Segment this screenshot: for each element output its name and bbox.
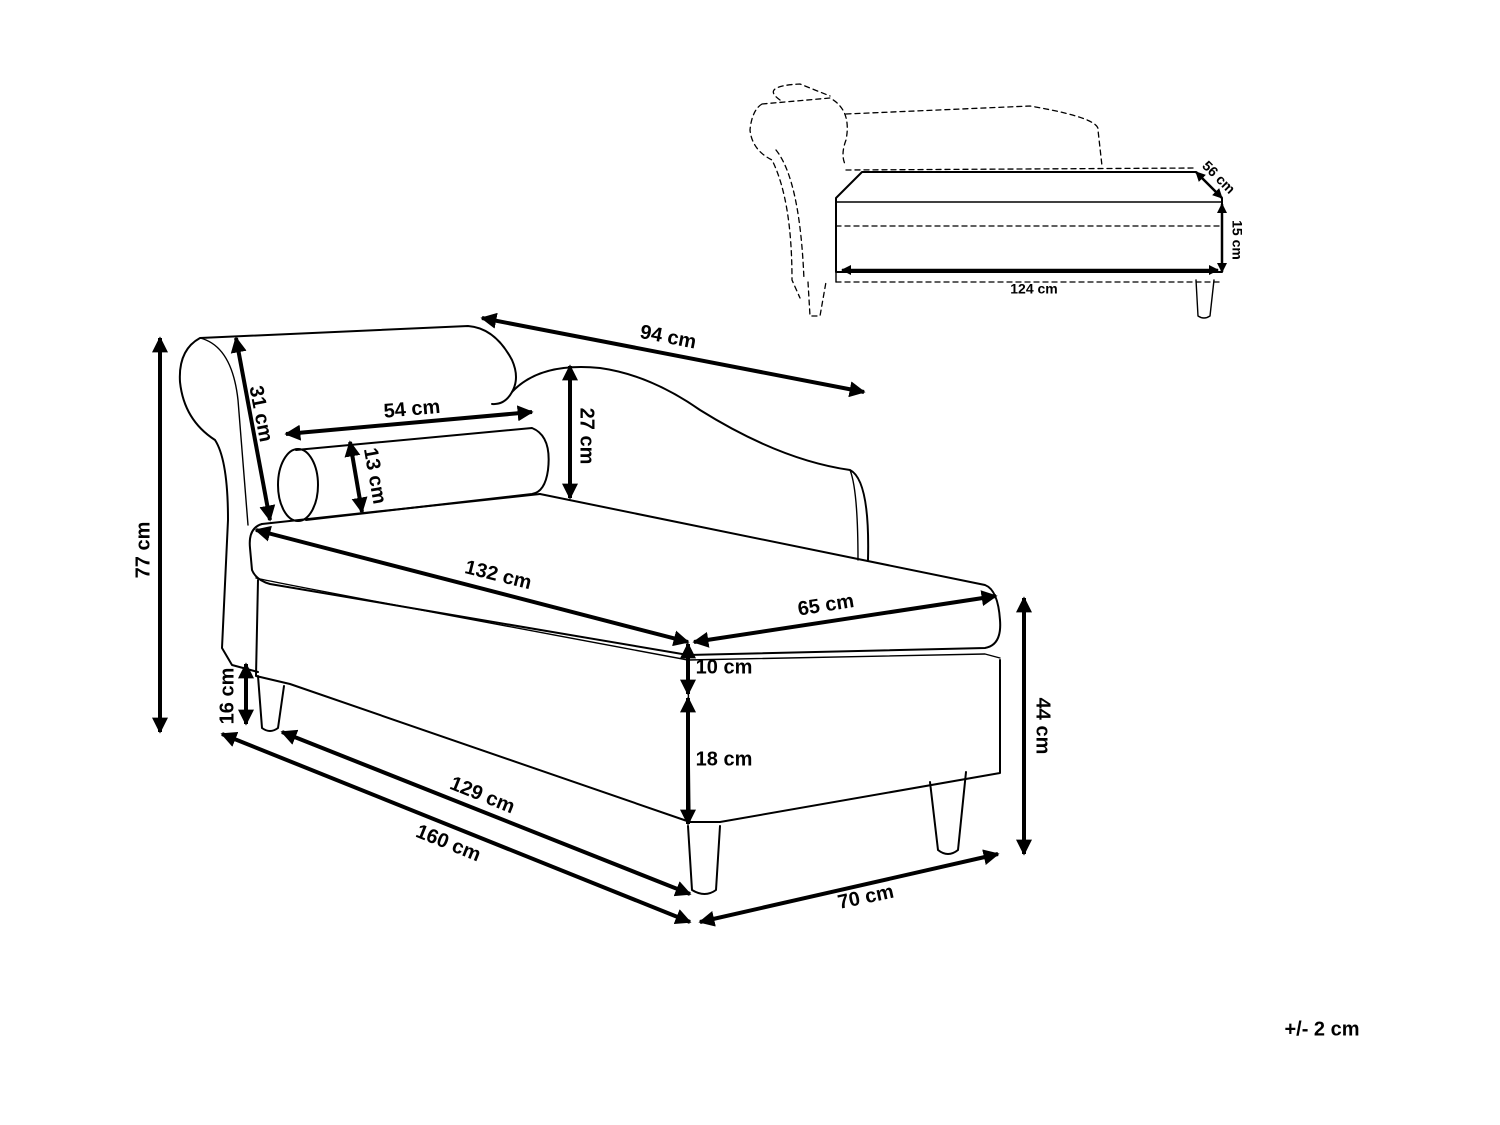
bolster-end xyxy=(277,448,319,522)
inset-label-124: 124 cm xyxy=(1010,281,1057,297)
backrest-inner-line xyxy=(849,469,859,561)
seat-cushion-top xyxy=(248,493,1002,656)
dimension-arrows xyxy=(152,312,1032,927)
label-16: 16 cm xyxy=(216,668,238,725)
label-65: 65 cm xyxy=(796,590,855,621)
storage-inset: 124 cm 15 cm 56 cm xyxy=(749,83,1245,319)
inset-leg-left xyxy=(807,281,827,317)
inset-dim-56-arrow xyxy=(1195,171,1223,199)
inset-label-15: 15 cm xyxy=(1229,220,1245,260)
dim-94-arrow xyxy=(480,312,866,398)
dim-70-arrow xyxy=(698,849,1000,927)
dim-65-arrow xyxy=(692,590,998,648)
seat-cushion-front-edge xyxy=(261,493,541,525)
label-77: 77 cm xyxy=(132,522,154,579)
label-54: 54 cm xyxy=(383,396,441,423)
dim-13-arrow xyxy=(344,440,368,514)
label-132: 132 cm xyxy=(463,556,534,594)
inset-top-dashed xyxy=(845,167,1197,171)
label-44: 44 cm xyxy=(1032,698,1054,755)
base-top-seam xyxy=(255,577,1001,661)
label-18: 18 cm xyxy=(696,748,753,770)
inset-leg-right xyxy=(1195,279,1215,319)
backrest-curve xyxy=(511,366,870,561)
dim-54-arrow xyxy=(284,405,534,441)
bolster-pillow xyxy=(295,427,550,521)
leg-back-left xyxy=(257,675,285,732)
inset-armrest-dashed xyxy=(749,83,848,299)
tolerance-note: +/- 2 cm xyxy=(1284,1018,1359,1040)
inset-storage-box xyxy=(835,171,1223,273)
base-box xyxy=(255,579,1001,823)
dim-160-arrow xyxy=(220,731,692,925)
dim-129-arrow xyxy=(280,729,692,897)
armrest-outline xyxy=(178,325,517,673)
label-27: 27 cm xyxy=(576,408,598,465)
inset-label-56: 56 cm xyxy=(1199,157,1238,196)
inset-inner-dashed xyxy=(775,149,805,281)
label-13: 13 cm xyxy=(359,446,391,506)
inset-back-dashed xyxy=(845,105,1103,167)
label-70: 70 cm xyxy=(836,881,896,914)
label-160: 160 cm xyxy=(413,820,484,866)
dim-31-arrow xyxy=(230,336,276,522)
label-10: 10 cm xyxy=(696,656,753,678)
leg-front-left xyxy=(687,825,721,895)
dim-132-arrow xyxy=(254,525,690,647)
